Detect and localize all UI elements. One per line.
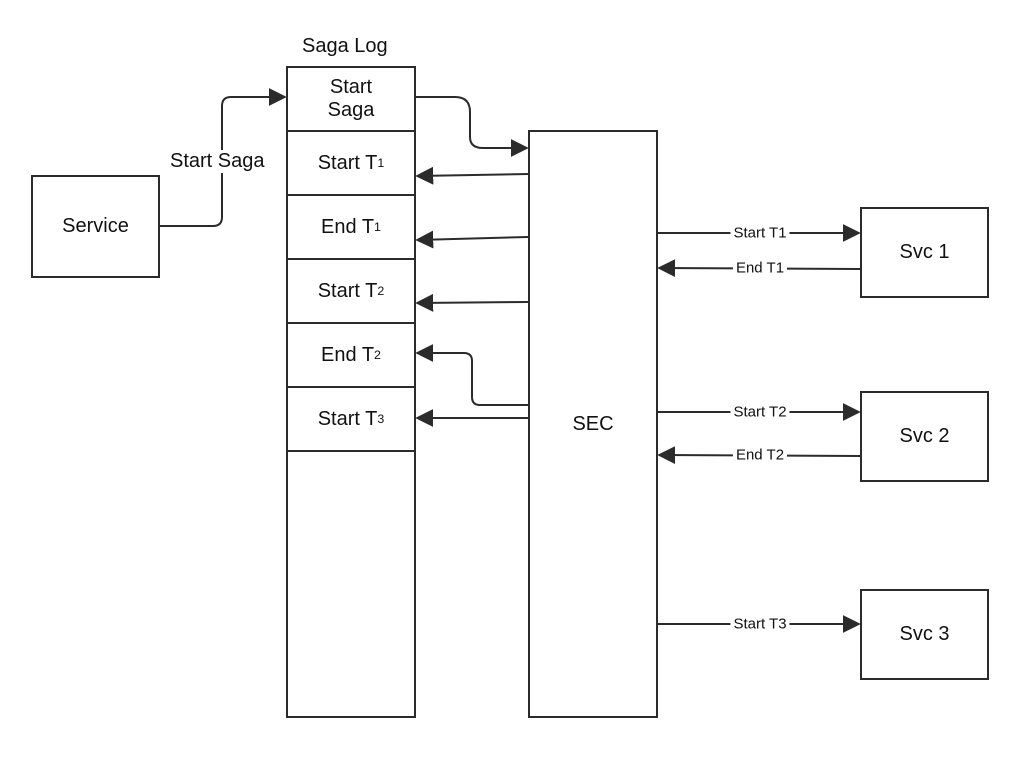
svc-2-label: Svc 2: [899, 425, 950, 447]
service-box: Service: [31, 175, 160, 278]
saga-log-title: Saga Log: [302, 35, 388, 57]
saga-log-entry-subscript: 2: [374, 347, 381, 362]
start-saga-edge-label: Start Saga: [168, 150, 267, 173]
saga-log-entry-label: Start T: [317, 279, 378, 302]
saga-log-to-sec-arrow: [415, 96, 529, 157]
sec-box: SEC: [528, 130, 658, 718]
saga-log-entry-label: Start T: [317, 151, 378, 174]
saga-log-entry-start-saga: Start Saga: [288, 68, 414, 132]
edge-label-start-t2: Start T2: [730, 403, 790, 421]
sec-label: SEC: [572, 412, 614, 435]
saga-log-entry-label: End T: [321, 215, 375, 238]
saga-log-entry-subscript: 1: [374, 219, 381, 234]
saga-log-entry-subscript: 1: [377, 155, 385, 170]
svc-3-label: Svc 3: [899, 623, 950, 645]
sec-to-start-t2-arrow: [415, 293, 529, 312]
service-label: Service: [62, 215, 129, 237]
svc-2-box: Svc 2: [860, 391, 989, 482]
edge-label-end-t2: End T2: [732, 446, 788, 464]
saga-log-entry-subscript: 2: [377, 283, 385, 298]
svc-3-box: Svc 3: [860, 589, 989, 680]
saga-log-entry-label: End T: [321, 343, 375, 366]
edge-label-start-t1: Start T1: [730, 224, 790, 242]
edge-label-end-t1: End T1: [732, 259, 788, 277]
sec-to-start-t1-arrow: [415, 166, 529, 185]
sec-to-end-t2-arrow: [415, 344, 528, 406]
saga-log-entry-label: Start Saga: [327, 76, 375, 121]
saga-log-entry-label: Start T: [317, 407, 378, 430]
saga-log-entry-subscript: 3: [377, 411, 385, 426]
svc-1-label: Svc 1: [899, 241, 950, 263]
sec-to-end-t1-arrow: [415, 230, 529, 249]
svc-1-box: Svc 1: [860, 207, 989, 298]
edge-label-start-t3: Start T3: [730, 615, 790, 633]
